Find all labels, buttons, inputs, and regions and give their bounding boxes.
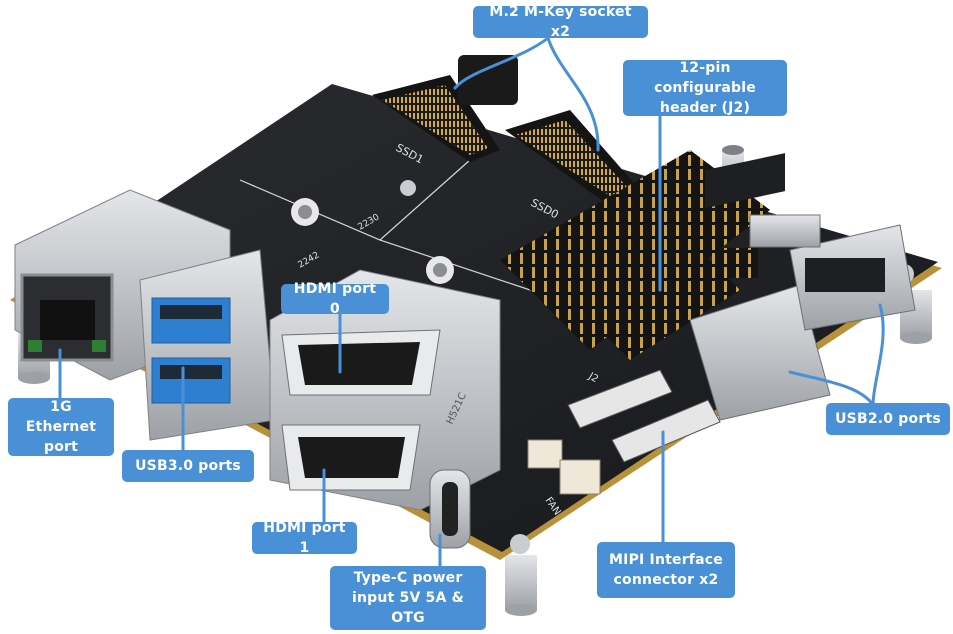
leader-lines (58, 36, 885, 568)
m2-sockets (372, 55, 640, 205)
mipi-connectors (567, 369, 721, 463)
callout-ethernet: 1G Ethernet port (8, 398, 114, 456)
typec-port (429, 469, 471, 549)
fan-connectors (527, 439, 601, 495)
pin-headers (500, 145, 770, 360)
callout-m2-socket: M.2 M-Key socket x2 (473, 4, 648, 40)
callout-hdmi0: HDMI port 0 (281, 281, 389, 317)
usb2-ports (689, 153, 916, 421)
callout-hdmi1: HDMI port 1 (252, 520, 357, 556)
callout-usb3: USB3.0 ports (122, 450, 254, 482)
callout-mipi: MIPI Interface connector x2 (597, 542, 735, 598)
usb3-stack (139, 249, 276, 441)
callout-usb2: USB2.0 ports (826, 403, 950, 435)
marking-j2: J2 (586, 371, 600, 386)
callout-typec: Type-C power input 5V 5A & OTG (330, 566, 486, 630)
hdmi-stack: H521C (269, 269, 501, 511)
callout-header-j2: 12-pin configurable header (J2) (623, 60, 787, 116)
